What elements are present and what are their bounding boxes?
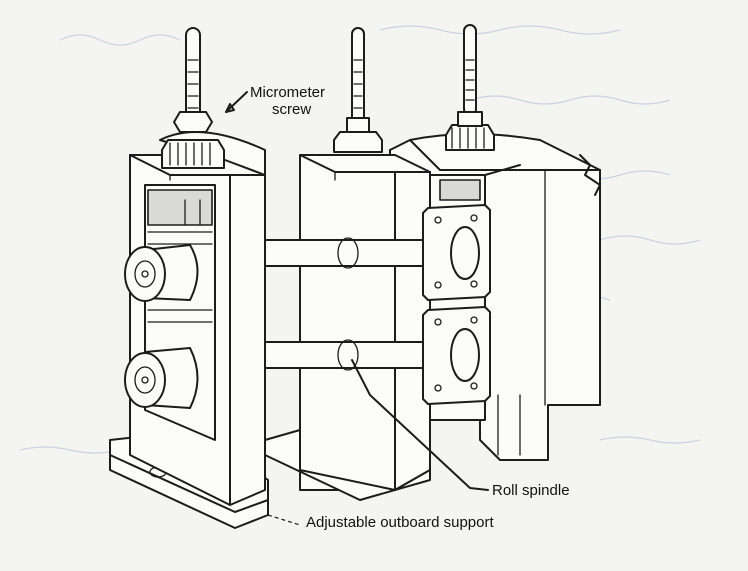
outboard-support-label: Adjustable outboard support: [306, 514, 494, 531]
outboard-support: [109, 27, 269, 529]
roll-spindle-label: Roll spindle: [492, 482, 570, 499]
middle-block: [264, 27, 431, 501]
roll-spindle-leader: [351, 359, 489, 491]
micrometer-screw-label-line1: Micrometer: [250, 84, 326, 101]
outboard-support-leader: [267, 514, 301, 526]
bearing-flanges: [422, 204, 491, 405]
micrometer-leader: [225, 91, 248, 113]
micrometer-screw-label-line2: screw: [272, 101, 312, 118]
leader-lines: [225, 91, 489, 526]
right-screw-rod: [445, 24, 495, 151]
micrometer-screw-label: Micrometer screw: [250, 84, 325, 118]
